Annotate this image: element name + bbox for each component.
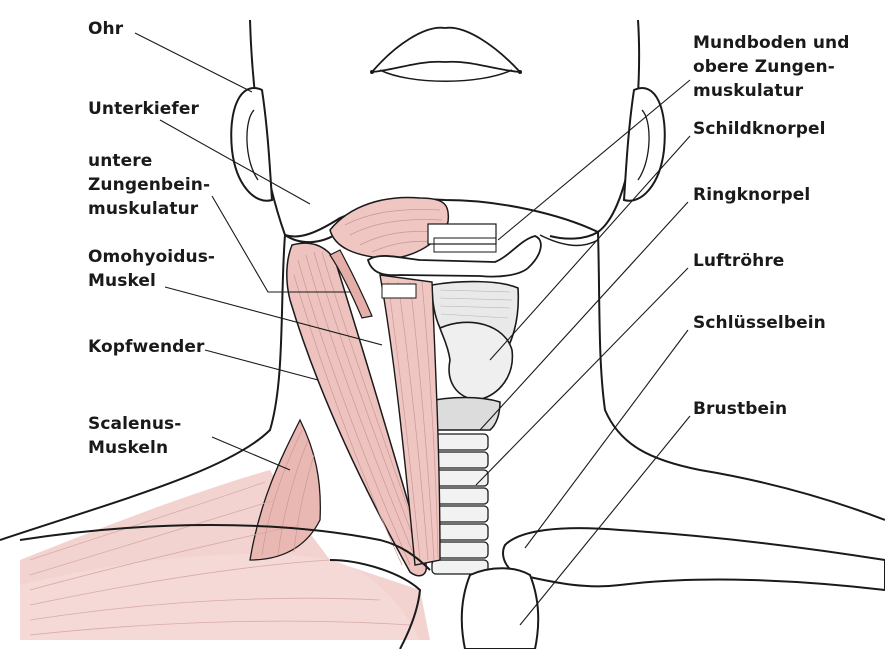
mouth-floor-box-1	[428, 224, 496, 244]
label-untere-zungenbein-line3: muskulatur	[88, 198, 198, 220]
label-mundboden-line3: muskulatur	[693, 80, 803, 102]
label-scalenus-line2: Muskeln	[88, 437, 168, 459]
label-scalenus-line1: Scalenus-	[88, 413, 181, 435]
label-ringknorpel: Ringknorpel	[693, 184, 810, 206]
label-mundboden-line2: obere Zungen-	[693, 56, 835, 78]
label-untere-zungenbein-line1: untere	[88, 150, 152, 172]
right-ear	[624, 88, 665, 201]
label-luftroehre: Luftröhre	[693, 250, 784, 272]
label-brustbein: Brustbein	[693, 398, 787, 420]
label-ohr: Ohr	[88, 18, 123, 40]
label-unterkiefer: Unterkiefer	[88, 98, 199, 120]
right-clavicle	[503, 528, 885, 590]
infrahyoid-box	[382, 284, 416, 298]
larynx-body	[440, 322, 512, 400]
label-mundboden-line1: Mundboden und	[693, 32, 850, 54]
left-ear	[231, 88, 272, 201]
sternum	[462, 568, 539, 649]
label-untere-zungenbein-line2: Zungenbein-	[88, 174, 210, 196]
lips-outline	[372, 28, 520, 72]
label-kopfwender: Kopfwender	[88, 336, 205, 358]
label-omohyoidus-line1: Omohyoidus-	[88, 246, 215, 268]
label-schildknorpel: Schildknorpel	[693, 118, 826, 140]
label-omohyoidus-line2: Muskel	[88, 270, 156, 292]
label-schluesselbein: Schlüsselbein	[693, 312, 826, 334]
lips-bottom	[380, 70, 512, 81]
